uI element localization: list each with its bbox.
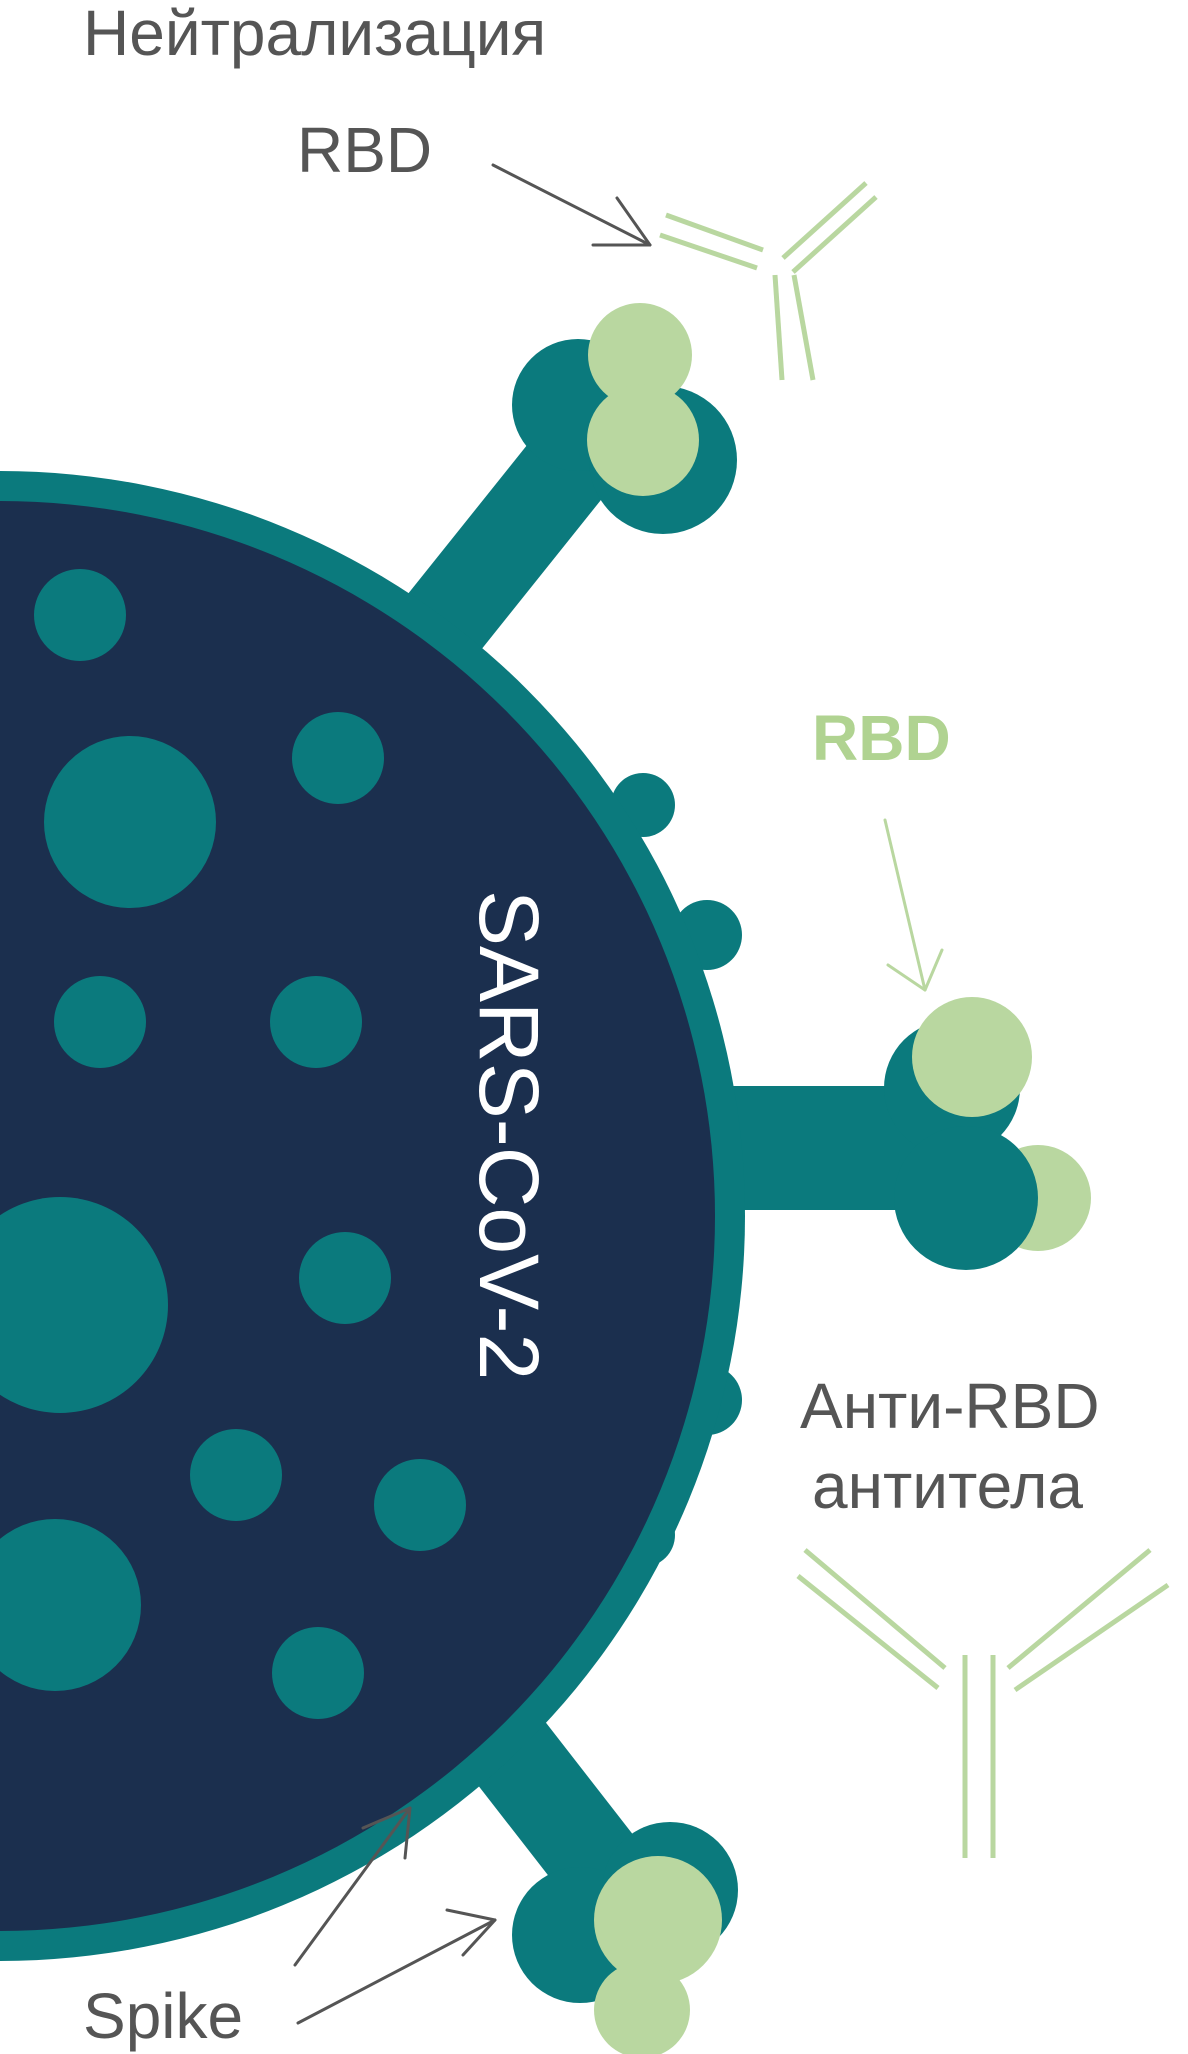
rbd-lobe <box>594 1962 690 2054</box>
inner-dot <box>270 976 362 1068</box>
rbd-top-label: RBD <box>297 114 432 186</box>
spike-head-teal <box>894 1126 1038 1270</box>
rbd-lobe <box>912 997 1032 1117</box>
spike-head-middle <box>884 997 1091 1270</box>
spike-label: Spike <box>83 1980 243 2052</box>
spike-stalk-top <box>430 440 590 640</box>
inner-dot <box>292 712 384 804</box>
arrow-rbd-top <box>493 165 650 245</box>
antibody-small-icon <box>660 183 876 380</box>
rbd-green-label: RBD <box>812 702 951 774</box>
anti-rbd-label-line2: антитела <box>812 1450 1083 1522</box>
inner-dot <box>34 569 126 661</box>
inner-dot <box>190 1429 282 1521</box>
inner-dot <box>299 1232 391 1324</box>
inner-dot <box>54 976 146 1068</box>
antibody-large-icon <box>798 1550 1168 1858</box>
arrow-spike-2 <box>298 1910 495 2023</box>
rbd-lobe <box>587 384 699 496</box>
inner-dot <box>44 736 216 908</box>
inner-dot <box>272 1627 364 1719</box>
virus-name-label: SARS-CoV-2 <box>462 890 556 1380</box>
arrow-rbd-green <box>885 820 942 990</box>
inner-dot <box>374 1459 466 1551</box>
anti-rbd-label-line1: Анти-RBD <box>800 1370 1100 1442</box>
neutralization-label: Нейтрализация <box>83 0 546 69</box>
